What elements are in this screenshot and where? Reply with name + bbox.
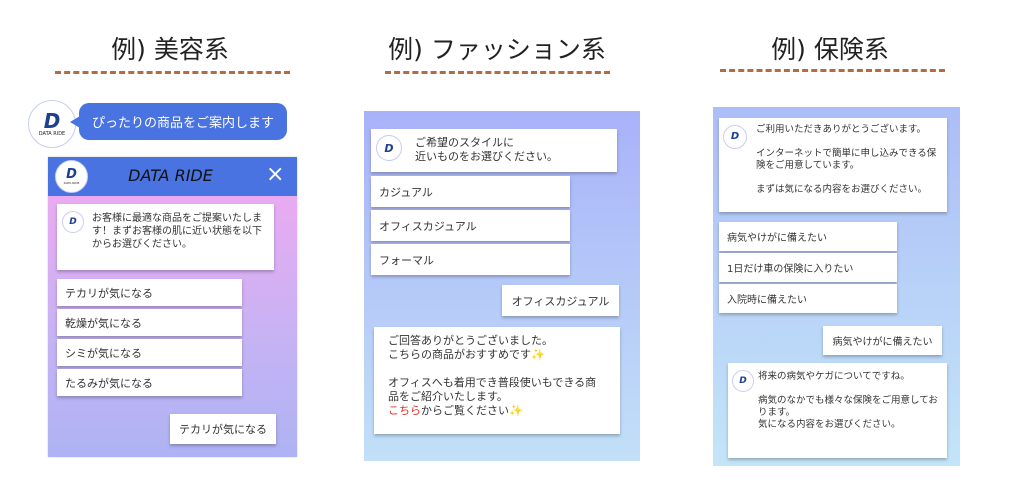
logo-avatar: D — [723, 125, 747, 149]
option-button[interactable]: たるみが気になる — [57, 369, 242, 396]
user-reply: 病気やけがに備えたい — [823, 326, 942, 355]
bot-answer: ご回答ありがとうございました。 こちらの商品がおすすめです✨ オフィスへも着用で… — [374, 327, 620, 434]
option-button[interactable]: カジュアル — [371, 176, 570, 207]
logo-avatar: D — [732, 370, 754, 392]
logo-avatar: D — [62, 211, 84, 233]
sparkle-icon: ✨ — [509, 404, 523, 417]
chat-panel-fashion: D ご希望のスタイルに 近いものをお選びください。 カジュアル オフィスカジュア… — [364, 111, 640, 461]
bot-answer: D 将来の病気やケガについてですね。 病気のなかでも様々な保険をご用意しておりま… — [728, 363, 947, 458]
option-button[interactable]: シミが気になる — [57, 339, 242, 366]
bubble-tail — [70, 116, 80, 128]
option-button[interactable]: フォーマル — [371, 244, 570, 275]
section-title-beauty: 例) 美容系 — [111, 35, 229, 64]
title-divider — [55, 71, 290, 74]
title-divider — [385, 71, 610, 74]
option-button[interactable]: 乾燥が気になる — [57, 309, 242, 336]
sparkle-icon: ✨ — [531, 348, 545, 361]
user-reply: オフィスカジュアル — [502, 285, 619, 316]
invite-bubble[interactable]: ぴったりの商品をご案内します — [79, 103, 287, 140]
bot-message: D ご利用いただきありがとうございます。 インターネットで簡単に申し込みできる保… — [719, 118, 947, 212]
option-button[interactable]: 入院時に備えたい — [719, 284, 897, 313]
option-button[interactable]: 1日だけ車の保険に入りたい — [719, 253, 897, 282]
user-reply: テカリが気になる — [170, 414, 276, 444]
option-button[interactable]: テカリが気になる — [57, 279, 242, 306]
link-here[interactable]: こちら — [388, 404, 421, 417]
section-title-fashion: 例) ファッション系 — [388, 35, 606, 64]
bot-message: D お客様に最適な商品をご提案いたします！まずお客様の肌に近い状態を以下からお選… — [57, 204, 274, 270]
option-button[interactable]: オフィスカジュアル — [371, 210, 570, 241]
bot-message: D ご希望のスタイルに 近いものをお選びください。 — [371, 129, 617, 172]
section-title-insurance: 例) 保険系 — [771, 35, 889, 64]
logo-avatar: D — [376, 135, 402, 161]
title-divider — [720, 69, 945, 72]
close-icon[interactable]: × — [266, 162, 285, 187]
chat-panel-insurance: D ご利用いただきありがとうございます。 インターネットで簡単に申し込みできる保… — [713, 107, 960, 466]
chat-title: DATA RIDE — [128, 166, 213, 185]
option-button[interactable]: 病気やけがに備えたい — [719, 222, 897, 251]
